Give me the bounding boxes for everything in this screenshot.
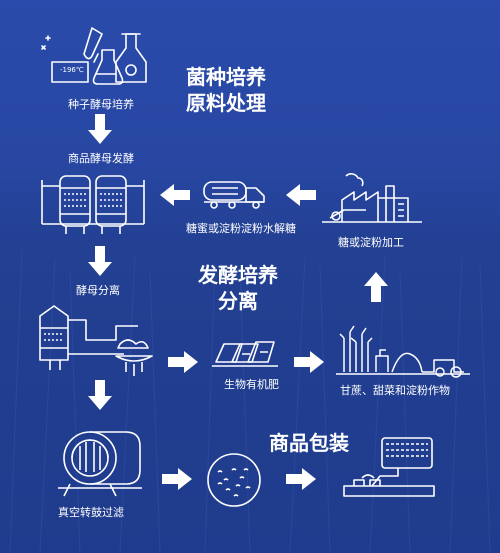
tanker-truck-icon [200,178,270,210]
crops-label: 甘蔗、甜菜和淀粉作物 [340,384,450,397]
vacuum-drum-filtration-label: 真空转鼓过滤 [58,506,124,519]
heading-fermentation-line2: 分离 [218,289,258,313]
commercial-fermentation-label: 商品酵母发酵 [68,152,134,165]
crops-farm-icon [336,322,470,378]
yeast-granules-icon [204,450,264,510]
seed-culture-label: 种子酵母培养 [68,98,134,111]
sugar-factory-icon [322,172,422,228]
arrow-right-icon [286,468,316,490]
heading-packaging: 商品包装 [269,431,349,455]
molasses-hydrolysis-label: 糖蜜或淀粉淀粉水解糖 [186,222,296,235]
arrow-down-icon [88,246,112,276]
heading-culture-line2: 原料处理 [186,91,266,115]
vacuum-drum-filter-icon [54,422,146,498]
yeast-separation-label: 酵母分离 [76,284,120,297]
yeast-separator-icon [30,300,162,376]
arrow-down-icon [88,114,112,144]
arrow-right-icon [294,351,324,373]
bio-fertilizer-label: 生物有机肥 [224,378,279,391]
arrow-left-icon [286,184,316,206]
heading-culture-line1: 菌种培养 [186,65,266,89]
sugar-processing-label: 糖或淀粉加工 [338,236,404,249]
temperature-label: -196℃ [60,66,84,74]
arrow-down-icon [88,380,112,410]
seed-culture-flasks-icon: -196℃ [38,24,158,90]
organic-fertilizer-bags-icon [212,332,278,372]
arrow-left-icon [160,184,190,206]
fermentation-tanks-icon [38,166,148,238]
heading-fermentation-line1: 发酵培养 [198,263,278,287]
heading-culture: 菌种培养 原料处理 [186,64,266,116]
arrow-right-icon [168,351,198,373]
heading-fermentation: 发酵培养 分离 [198,262,278,314]
arrow-right-icon [162,468,192,490]
arrow-up-icon [364,272,388,302]
packaging-machine-icon [340,436,440,502]
